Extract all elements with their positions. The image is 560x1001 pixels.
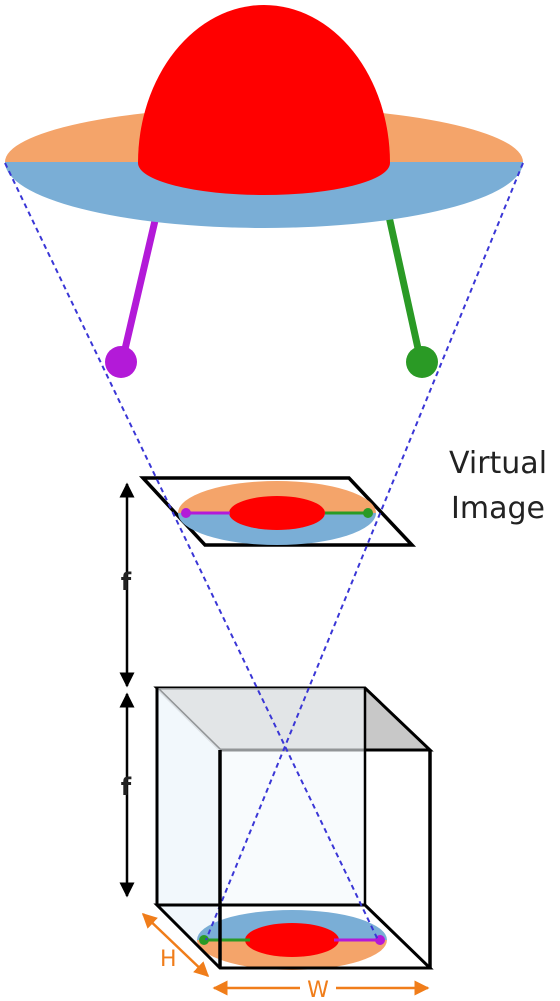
flying-saucer bbox=[5, 5, 523, 378]
width-label-bg bbox=[300, 976, 336, 1000]
virtual-right-foot bbox=[363, 508, 373, 518]
saucer-dome bbox=[138, 5, 390, 195]
virtual-caption-line1: Virtual bbox=[449, 446, 547, 481]
projected-left-foot bbox=[199, 935, 209, 945]
saucer-left-foot bbox=[105, 346, 137, 378]
saucer-right-leg bbox=[384, 208, 425, 366]
focal-dimensions: f f bbox=[119, 482, 135, 898]
focal-top-label: f bbox=[121, 568, 132, 596]
pinhole-box-front bbox=[218, 750, 432, 968]
box-back-face bbox=[157, 688, 365, 905]
projected-dome bbox=[245, 923, 339, 957]
width-label: W bbox=[307, 978, 329, 1001]
saucer-left-leg bbox=[118, 208, 161, 366]
virtual-caption-line2: Image bbox=[451, 491, 545, 526]
saucer-right-foot bbox=[406, 346, 438, 378]
height-arrow bbox=[141, 912, 210, 978]
focal-bottom-label: f bbox=[121, 773, 132, 801]
height-label: H bbox=[160, 947, 177, 972]
virtual-image-plane bbox=[138, 476, 417, 547]
virtual-left-foot bbox=[181, 508, 191, 518]
projection-rays bbox=[4, 162, 524, 941]
ray-right bbox=[205, 162, 524, 941]
box-dimensions: H W bbox=[141, 912, 430, 1001]
virtual-dome bbox=[229, 496, 325, 530]
projected-image bbox=[197, 910, 387, 970]
virtual-image-caption: Virtual Image bbox=[449, 446, 547, 526]
pinhole-box-back bbox=[153, 686, 434, 968]
